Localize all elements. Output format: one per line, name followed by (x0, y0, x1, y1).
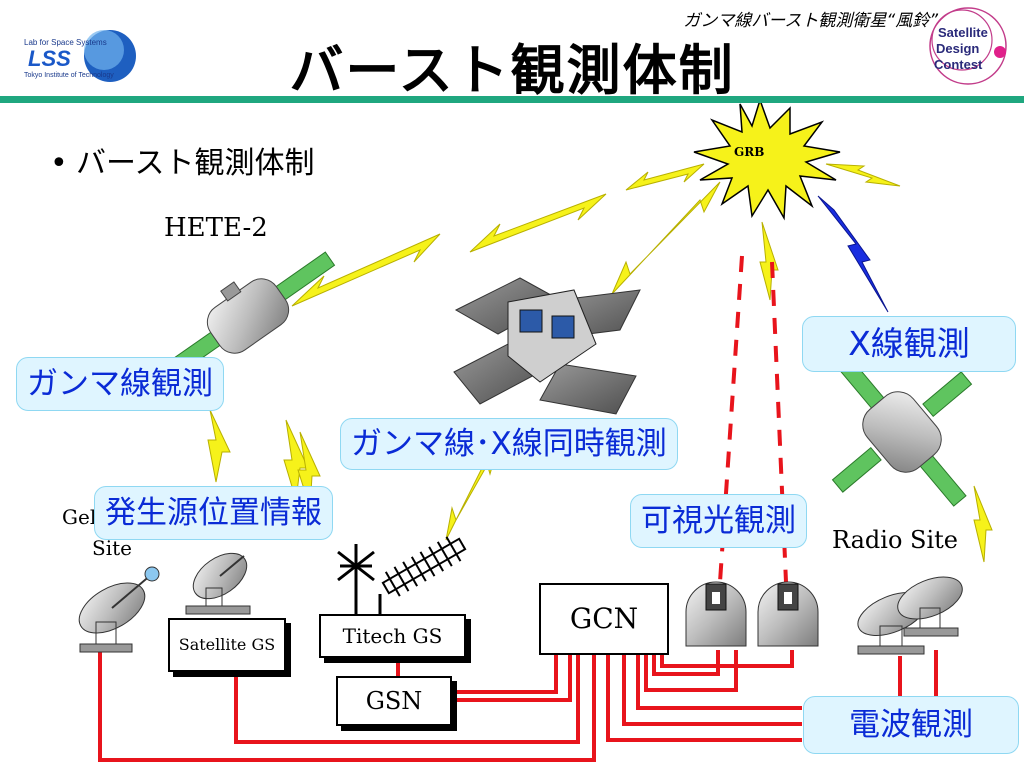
xray-bolt (817, 195, 889, 313)
logo-lss-line1: Lab for Space Systems (24, 38, 107, 47)
gcn-box: GCN (539, 583, 669, 655)
logo-lss-mark: LSS (28, 46, 71, 71)
logo-lss-line2: Tokyo Institute of Technology (24, 72, 114, 79)
callout-gamma-xray-simultaneous: ガンマ線･X線同時観測 (340, 418, 678, 470)
site-label: Site (92, 536, 132, 560)
logo-sdc-line1: Satellite (938, 25, 988, 40)
grb-burst-icon (693, 97, 841, 221)
radio-telescope-dish-icon (857, 576, 963, 655)
network-links (98, 650, 938, 762)
callout-radio-observation: 電波観測 (803, 696, 1019, 754)
xray-satellite-icon (831, 357, 973, 507)
satellite-gs-dish-icon (185, 552, 251, 615)
titech-antenna-icon (337, 544, 382, 614)
callout-xray-observation: X線観測 (802, 316, 1016, 372)
gsn-box: GSN (336, 676, 452, 726)
titech-yagi-antenna-icon (381, 536, 467, 597)
bullet-text: バースト観測体制 (76, 146, 315, 181)
lightning-bolts (207, 163, 993, 563)
satellite-design-contest-logo (929, 7, 1007, 85)
page-title: バースト観測体制 (289, 39, 735, 102)
bullet-dot-icon: • (50, 146, 68, 181)
logo-sdc-line2: Design (936, 41, 980, 56)
callout-gamma-observation: ガンマ線観測 (16, 357, 224, 411)
titech-gs-box: Titech GS (319, 614, 466, 658)
gel-site-label: Gel (62, 505, 97, 529)
lss-globe-icon (84, 30, 136, 82)
furin-microsat-icon (453, 277, 641, 415)
optical-telescope-dome-icon (685, 581, 747, 647)
gel-site-dish-icon (78, 566, 160, 653)
callout-source-position: 発生源位置情報 (94, 486, 333, 540)
radio-site-label: Radio Site (832, 526, 959, 554)
hete2-label: HETE-2 (164, 213, 268, 243)
satellite-gs-box: Satellite GS (168, 618, 286, 672)
logo-sdc-line3: Contest (934, 57, 983, 72)
header-caption: ガンマ線バースト観測衛星“風鈴” (683, 11, 938, 31)
grb-label: GRB (734, 145, 765, 159)
callout-optical-observation: 可視光観測 (630, 494, 807, 548)
title-rule (0, 96, 1024, 103)
bullet-item: •バースト観測体制 (50, 138, 315, 182)
optical-telescope-dome-icon (757, 581, 819, 647)
